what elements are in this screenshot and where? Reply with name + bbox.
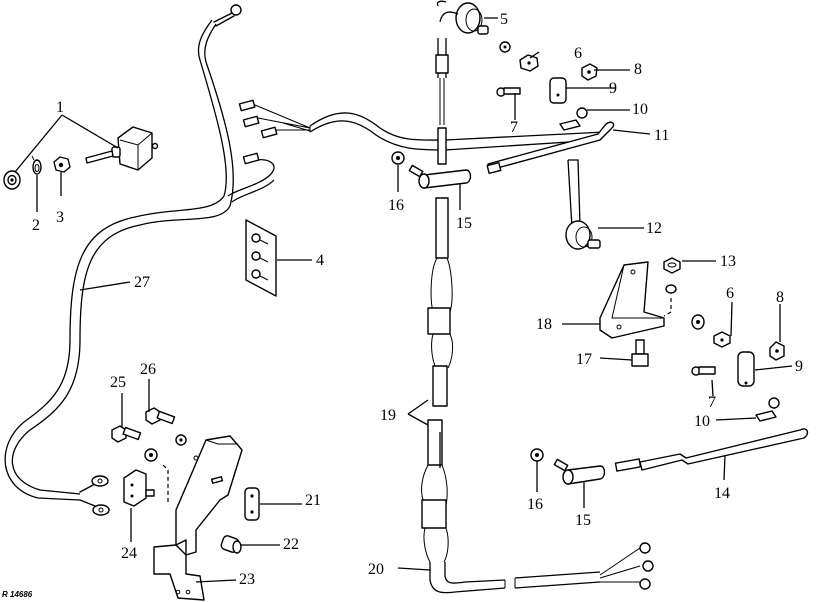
part-8-lock-nut-lower xyxy=(769,341,785,361)
part-4-terminal-plate xyxy=(245,219,277,297)
part-2-lock-washer xyxy=(31,155,42,175)
callout-4: 4 xyxy=(316,252,324,269)
callout-13: 13 xyxy=(720,253,736,270)
part-14-control-rod-lower xyxy=(614,428,809,472)
callout-27: 27 xyxy=(134,274,150,291)
part-1-toggle-switch xyxy=(3,126,159,190)
callouts: 1 2 3 4 5 6 7 8 9 10 11 12 13 18 17 6 8 … xyxy=(2,11,803,599)
callout-16b: 16 xyxy=(527,496,543,513)
callout-12: 12 xyxy=(646,220,662,237)
callout-25: 25 xyxy=(110,374,126,391)
callout-14: 14 xyxy=(714,485,730,502)
part-18-mounting-bracket xyxy=(599,261,665,339)
callout-6a: 6 xyxy=(574,45,582,62)
part-27-ground-cable xyxy=(4,4,275,516)
part-13-hex-nut xyxy=(663,257,681,317)
callout-17: 17 xyxy=(576,351,592,368)
callout-6b: 6 xyxy=(726,285,734,302)
callout-11: 11 xyxy=(654,127,669,144)
part-15-rod-coupler-lower xyxy=(553,458,606,485)
callout-15a: 15 xyxy=(456,215,472,232)
part-12-sender xyxy=(565,159,601,250)
part-16-washer-lower xyxy=(530,448,544,462)
callout-8b: 8 xyxy=(776,289,784,306)
part-24-switch xyxy=(123,469,155,507)
part-23-switch-bracket xyxy=(153,435,243,601)
part-9-clevis-lower xyxy=(737,351,755,387)
part-7-pin-lower xyxy=(691,366,716,376)
callout-15b: 15 xyxy=(575,512,591,529)
part-15-rod-coupler-upper xyxy=(408,164,472,189)
part-6-hex-nut-lower xyxy=(691,314,731,348)
callout-2: 2 xyxy=(32,217,40,234)
part-25-cap-screw xyxy=(111,425,142,443)
callout-10a: 10 xyxy=(632,101,648,118)
callout-22: 22 xyxy=(283,536,299,553)
callout-18: 18 xyxy=(536,316,552,333)
callout-7a: 7 xyxy=(510,119,518,136)
part-9-clevis-upper xyxy=(549,77,567,104)
part-22-spacer xyxy=(220,535,242,554)
part-16-washer-upper xyxy=(391,151,405,165)
part-7-pin-upper xyxy=(496,87,521,97)
part-6-hex-nut-upper xyxy=(499,41,539,72)
callout-20: 20 xyxy=(368,561,384,578)
callout-24: 24 xyxy=(121,545,137,562)
callout-5: 5 xyxy=(500,11,508,28)
part-21-clamp xyxy=(244,487,260,521)
callout-23: 23 xyxy=(239,571,255,588)
callout-21: 21 xyxy=(305,492,321,509)
callout-8a: 8 xyxy=(634,61,642,78)
callout-3: 3 xyxy=(56,209,64,226)
part-5-sender xyxy=(439,2,489,35)
part-11-control-rod-upper xyxy=(486,121,615,175)
callout-9a: 9 xyxy=(609,80,617,97)
part-19-20-wiring-harness xyxy=(238,0,654,594)
part-3-hex-nut xyxy=(53,156,71,173)
callout-10b: 10 xyxy=(694,413,710,430)
part-10-rod-end-upper xyxy=(559,107,588,131)
figure-reference-code: R 14686 xyxy=(2,590,33,599)
part-8-lock-nut-upper xyxy=(581,63,598,81)
leader-lines xyxy=(14,17,793,583)
callout-16a: 16 xyxy=(388,197,404,214)
part-17-cap-screw xyxy=(631,339,649,367)
callout-9b: 9 xyxy=(795,358,803,375)
callout-26: 26 xyxy=(140,361,156,378)
part-26-cap-screw xyxy=(144,407,187,505)
callout-1: 1 xyxy=(56,99,64,116)
callout-7b: 7 xyxy=(708,394,716,411)
callout-19: 19 xyxy=(380,407,396,424)
part-10-rod-end-lower xyxy=(755,397,780,422)
